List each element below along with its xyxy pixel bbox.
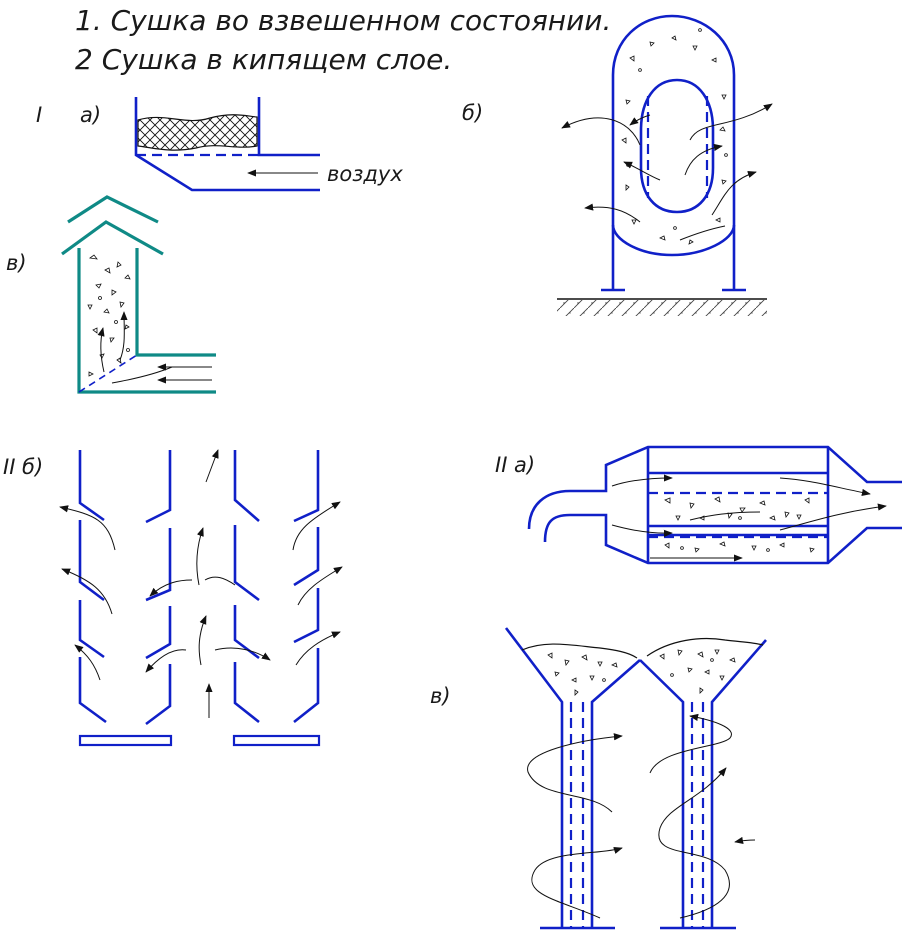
ring-inner: [639, 78, 715, 214]
cap-upper: [67, 195, 159, 224]
label-section-I: I: [36, 103, 42, 127]
diagram-II-v: в): [430, 627, 767, 930]
diagram-I-b: б): [462, 14, 773, 316]
tray-right-wall: [257, 97, 320, 157]
ring-outer-upper: [611, 14, 736, 290]
chimney-flow-1: [97, 327, 105, 373]
ring-flow-left-top: [561, 117, 641, 146]
ring-outer-lower: [611, 224, 736, 257]
ground-hatch: [557, 300, 767, 316]
diagram-I-a: I а) воздух: [36, 97, 403, 192]
tray-left-wall: [134, 97, 320, 192]
label-air: воздух: [327, 162, 403, 186]
label-sub-v: в): [6, 251, 27, 275]
cap-lower: [61, 220, 164, 256]
ring-flow-inner-bottom: [679, 225, 726, 241]
label-sub-a: а): [80, 103, 101, 127]
ring-flow-left-bottom: [584, 203, 641, 223]
material-layer: [137, 114, 258, 151]
particles-horizontal: [664, 496, 815, 553]
chimney-left-wall: [77, 248, 216, 394]
chimney-flow-2: [119, 311, 128, 361]
label-section-IIb: II б): [3, 455, 43, 479]
title-line-2: 2 Сушка в кипящем слое.: [75, 43, 452, 76]
particles-chimney: [87, 254, 131, 377]
diagram-II-a: II а): [495, 445, 902, 565]
diagram-I-v: в): [6, 195, 216, 394]
title-line-1: 1. Сушка во взвешенном состоянии.: [75, 4, 611, 37]
particles-hoppers: [547, 649, 736, 696]
ring-flow-right-bottom: [711, 170, 757, 216]
chimney-right-wall: [135, 248, 216, 357]
label-sub-v2: в): [430, 684, 451, 708]
diagram-II-b: II б): [3, 449, 343, 747]
chimney-grid: [78, 354, 138, 393]
label-sub-b: б): [462, 101, 483, 125]
ring-flow-right-top: [689, 103, 773, 141]
particles-ring: [621, 28, 728, 245]
label-section-IIa: II а): [495, 453, 535, 477]
chimney-flow-curve: [111, 366, 173, 384]
